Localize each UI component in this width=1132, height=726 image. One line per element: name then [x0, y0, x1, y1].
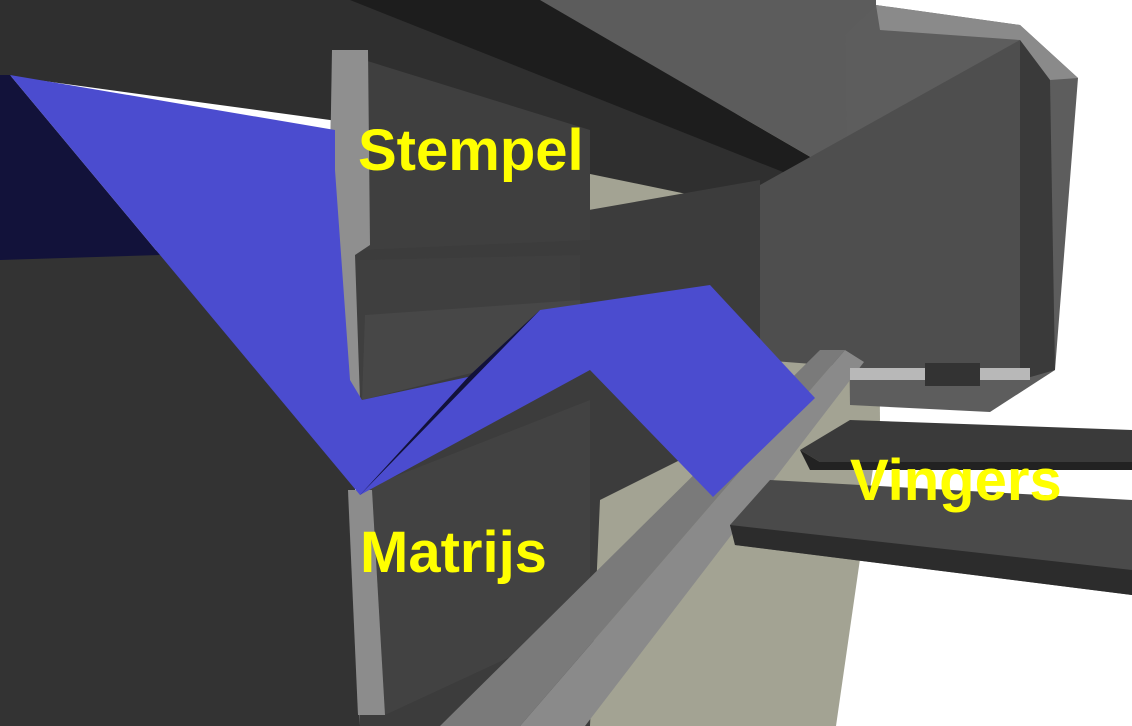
finger-lower-face: [730, 525, 1132, 595]
die-rail: [520, 350, 864, 726]
punch-body: [330, 50, 590, 400]
back-gauge-housing-side: [1020, 40, 1055, 380]
punch-front: [330, 50, 370, 400]
die-front: [348, 490, 385, 715]
die-body: [348, 400, 590, 715]
upper-beam: [350, 0, 876, 205]
finger-upper: [800, 420, 1132, 462]
label-die: Matrijs: [360, 520, 547, 585]
sheet-middle: [360, 285, 815, 497]
finger-upper-face: [800, 450, 1132, 470]
sheet-left-flange: [10, 75, 500, 495]
label-punch: Stempel: [358, 118, 584, 183]
back-gauge-inner: [760, 40, 1020, 380]
label-fingers: Vingers: [850, 448, 1062, 513]
upper-beam-face: [540, 0, 876, 195]
sheet-left-shade: [0, 75, 160, 260]
back-gauge-housing-top: [876, 5, 1078, 80]
gauge-rod-slider: [925, 363, 980, 386]
